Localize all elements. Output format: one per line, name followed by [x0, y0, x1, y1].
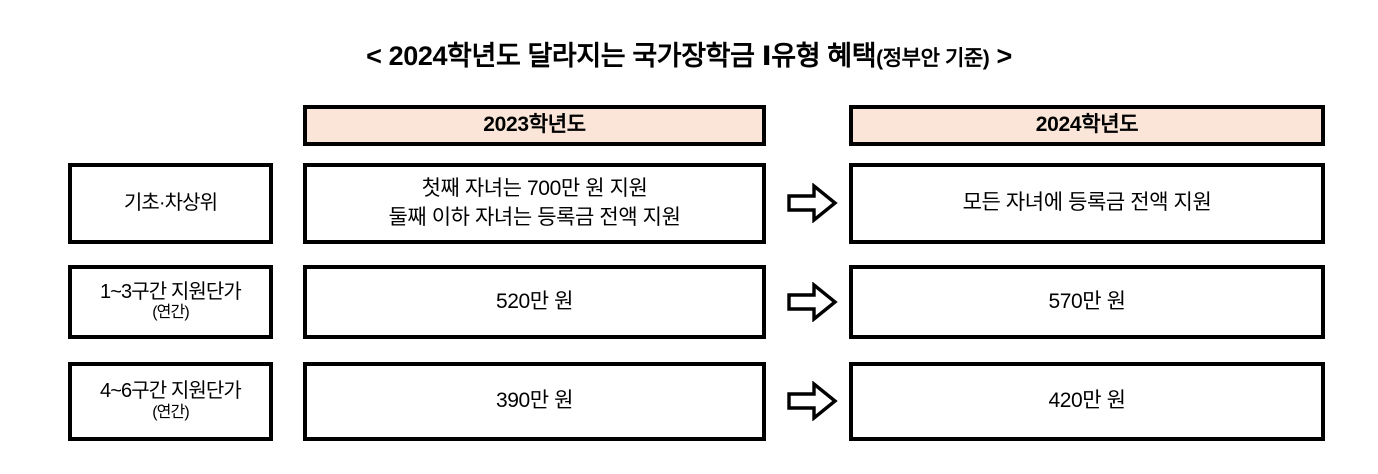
row-label-line1: 4~6구간 지원단가: [100, 380, 242, 403]
row-label-basic-nextlowest: 기초·차상위: [68, 163, 273, 244]
cell-text-line1: 모든 자녀에 등록금 전액 지원: [962, 191, 1212, 215]
cell-2023-bracket-4-6: 390만 원: [303, 362, 766, 441]
row-label-line2: (연간): [152, 304, 189, 322]
column-header-2023: 2023학년도: [303, 105, 766, 146]
row-label-bracket-4-6: 4~6구간 지원단가 (연간): [68, 362, 273, 441]
row-label-line1: 1~3구간 지원단가: [100, 280, 242, 303]
right-arrow-icon-row2: [784, 280, 840, 324]
cell-text-line1: 570만 원: [1048, 289, 1126, 313]
cell-2023-basic-nextlowest: 첫째 자녀는 700만 원 지원 둘째 이하 자녀는 등록금 전액 지원: [303, 163, 766, 244]
cell-2024-bracket-1-3: 570만 원: [849, 265, 1325, 339]
cell-2024-bracket-4-6: 420만 원: [849, 362, 1325, 441]
page-title-note: (정부안 기준): [876, 47, 990, 70]
column-header-2024: 2024학년도: [849, 105, 1325, 146]
right-arrow-icon-row3: [784, 379, 840, 423]
cell-text-line1: 390만 원: [495, 389, 574, 413]
cell-text-line2: 둘째 이하 자녀는 등록금 전액 지원: [388, 205, 681, 229]
column-header-2023-label: 2023학년도: [483, 113, 586, 137]
row-label-line1: 기초·차상위: [123, 191, 218, 214]
cell-2023-bracket-1-3: 520만 원: [303, 265, 766, 339]
cell-text-line1: 첫째 자녀는 700만 원 지원: [421, 177, 648, 201]
right-arrow-icon-row1: [784, 181, 840, 225]
page-title: < 2024학년도 달라지는 국가장학금 Ⅰ유형 혜택(정부안 기준) >: [0, 34, 1378, 73]
cell-text-line1: 520만 원: [495, 289, 574, 313]
page-title-main: < 2024학년도 달라지는 국가장학금 Ⅰ유형 혜택: [366, 41, 877, 71]
row-label-line2: (연간): [152, 403, 189, 421]
cell-2024-basic-nextlowest: 모든 자녀에 등록금 전액 지원: [849, 163, 1325, 244]
column-header-2024-label: 2024학년도: [1035, 113, 1139, 137]
page-title-suffix: >: [989, 41, 1012, 71]
row-label-bracket-1-3: 1~3구간 지원단가 (연간): [68, 265, 273, 339]
cell-text-line1: 420만 원: [1048, 389, 1126, 413]
